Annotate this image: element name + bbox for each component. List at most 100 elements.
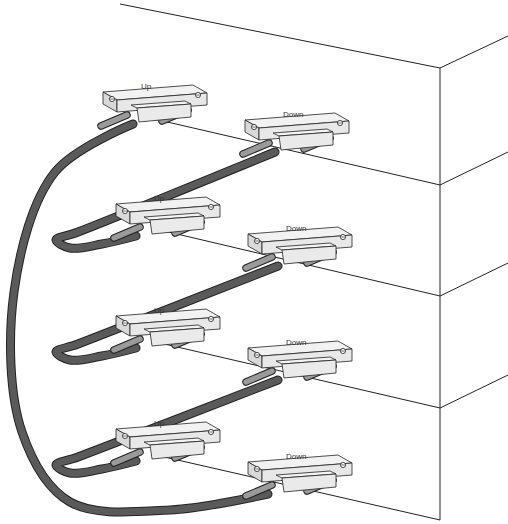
connector-plug: Up xyxy=(95,82,210,124)
plug-side xyxy=(245,120,259,140)
thumbscrew xyxy=(246,257,272,268)
plug-nose xyxy=(150,328,204,346)
screw-head xyxy=(340,234,345,239)
plug-nose xyxy=(150,441,204,459)
screw-slot xyxy=(209,207,213,208)
port-label: Down xyxy=(286,338,306,347)
cable-group xyxy=(56,266,278,360)
screw-slot xyxy=(341,465,345,466)
connector-plug: Down xyxy=(240,338,355,380)
screw-head xyxy=(251,124,256,129)
cable-outline xyxy=(56,380,278,473)
connector-plug: Up xyxy=(108,306,223,348)
screw-head xyxy=(208,204,213,209)
screw-head xyxy=(122,320,127,325)
screw-slot xyxy=(209,319,213,320)
cable-outline xyxy=(11,124,268,512)
plug-side xyxy=(116,429,130,449)
port-label: Down xyxy=(283,110,303,119)
connector-plug: Down xyxy=(237,110,352,152)
screw-head xyxy=(254,238,259,243)
stacking-cable xyxy=(56,152,275,248)
plug-outline xyxy=(108,419,223,461)
connector-plug: Up xyxy=(108,194,223,236)
plug-outline xyxy=(108,306,223,348)
plug-nose xyxy=(137,104,191,122)
screw-head xyxy=(337,120,342,125)
plug-side xyxy=(248,234,262,254)
switch-edge xyxy=(160,343,440,408)
plug-nose xyxy=(150,216,204,234)
stacking-cable xyxy=(11,124,268,512)
screw-head xyxy=(340,462,345,467)
screw-slot xyxy=(209,432,213,433)
switch-edge xyxy=(440,152,508,185)
stacking-cable xyxy=(56,266,278,360)
plug-side xyxy=(248,462,262,482)
port-label: Down xyxy=(286,452,306,461)
switch-edge xyxy=(160,230,440,296)
port-label: Up xyxy=(154,419,164,428)
thumbscrew xyxy=(246,371,272,382)
screw-slot xyxy=(196,95,200,96)
cable-outline xyxy=(56,266,278,360)
thumbscrew xyxy=(246,371,272,382)
thumbscrew xyxy=(114,339,140,350)
screw-slot xyxy=(123,211,127,212)
switch-edge xyxy=(440,36,508,68)
port-label: Up xyxy=(154,306,164,315)
screw-slot xyxy=(338,123,342,124)
thumbscrew xyxy=(114,452,140,463)
plug-nose xyxy=(282,360,336,378)
connector-plug: Down xyxy=(240,224,355,266)
port-label: Up xyxy=(154,194,164,203)
screw-slot xyxy=(110,99,114,100)
screw-slot xyxy=(252,127,256,128)
connector-plug: Up xyxy=(108,419,223,461)
screw-head xyxy=(254,466,259,471)
stacking-cable xyxy=(56,380,278,473)
plug-outline xyxy=(95,82,210,124)
screw-slot xyxy=(123,323,127,324)
screw-head xyxy=(208,316,213,321)
screw-head xyxy=(340,348,345,353)
thumbscrew xyxy=(101,115,127,126)
screw-head xyxy=(122,208,127,213)
switch-edge xyxy=(120,4,440,68)
screw-head xyxy=(122,433,127,438)
plug-outline xyxy=(108,194,223,236)
port-label: Down xyxy=(286,224,306,233)
screw-slot xyxy=(255,469,259,470)
thumbscrew xyxy=(243,143,269,154)
plug-nose xyxy=(279,132,333,150)
screw-slot xyxy=(341,237,345,238)
switch-edge xyxy=(440,68,441,520)
port-label: Up xyxy=(141,82,151,91)
thumbscrew xyxy=(114,339,140,350)
cable-group xyxy=(11,124,268,512)
cable-group xyxy=(56,380,278,473)
connector-plug: Down xyxy=(240,452,355,494)
switch-edge xyxy=(440,375,508,408)
thumbscrew xyxy=(114,227,140,238)
screw-slot xyxy=(341,351,345,352)
plug-side xyxy=(116,204,130,224)
switch-edge xyxy=(440,263,508,296)
plug-side xyxy=(103,92,117,112)
thumbscrew xyxy=(246,485,272,496)
screw-slot xyxy=(255,355,259,356)
plug-nose xyxy=(282,246,336,264)
plug-side xyxy=(116,316,130,336)
screw-slot xyxy=(255,241,259,242)
thumbscrew xyxy=(246,257,272,268)
switch-edge xyxy=(150,118,440,185)
thumbscrew xyxy=(101,115,127,126)
thumbscrew xyxy=(243,143,269,154)
thumbscrew xyxy=(246,485,272,496)
plug-nose xyxy=(282,474,336,492)
screw-head xyxy=(254,352,259,357)
cable-outline xyxy=(56,152,275,248)
screw-slot xyxy=(123,436,127,437)
cable-group xyxy=(56,152,275,248)
